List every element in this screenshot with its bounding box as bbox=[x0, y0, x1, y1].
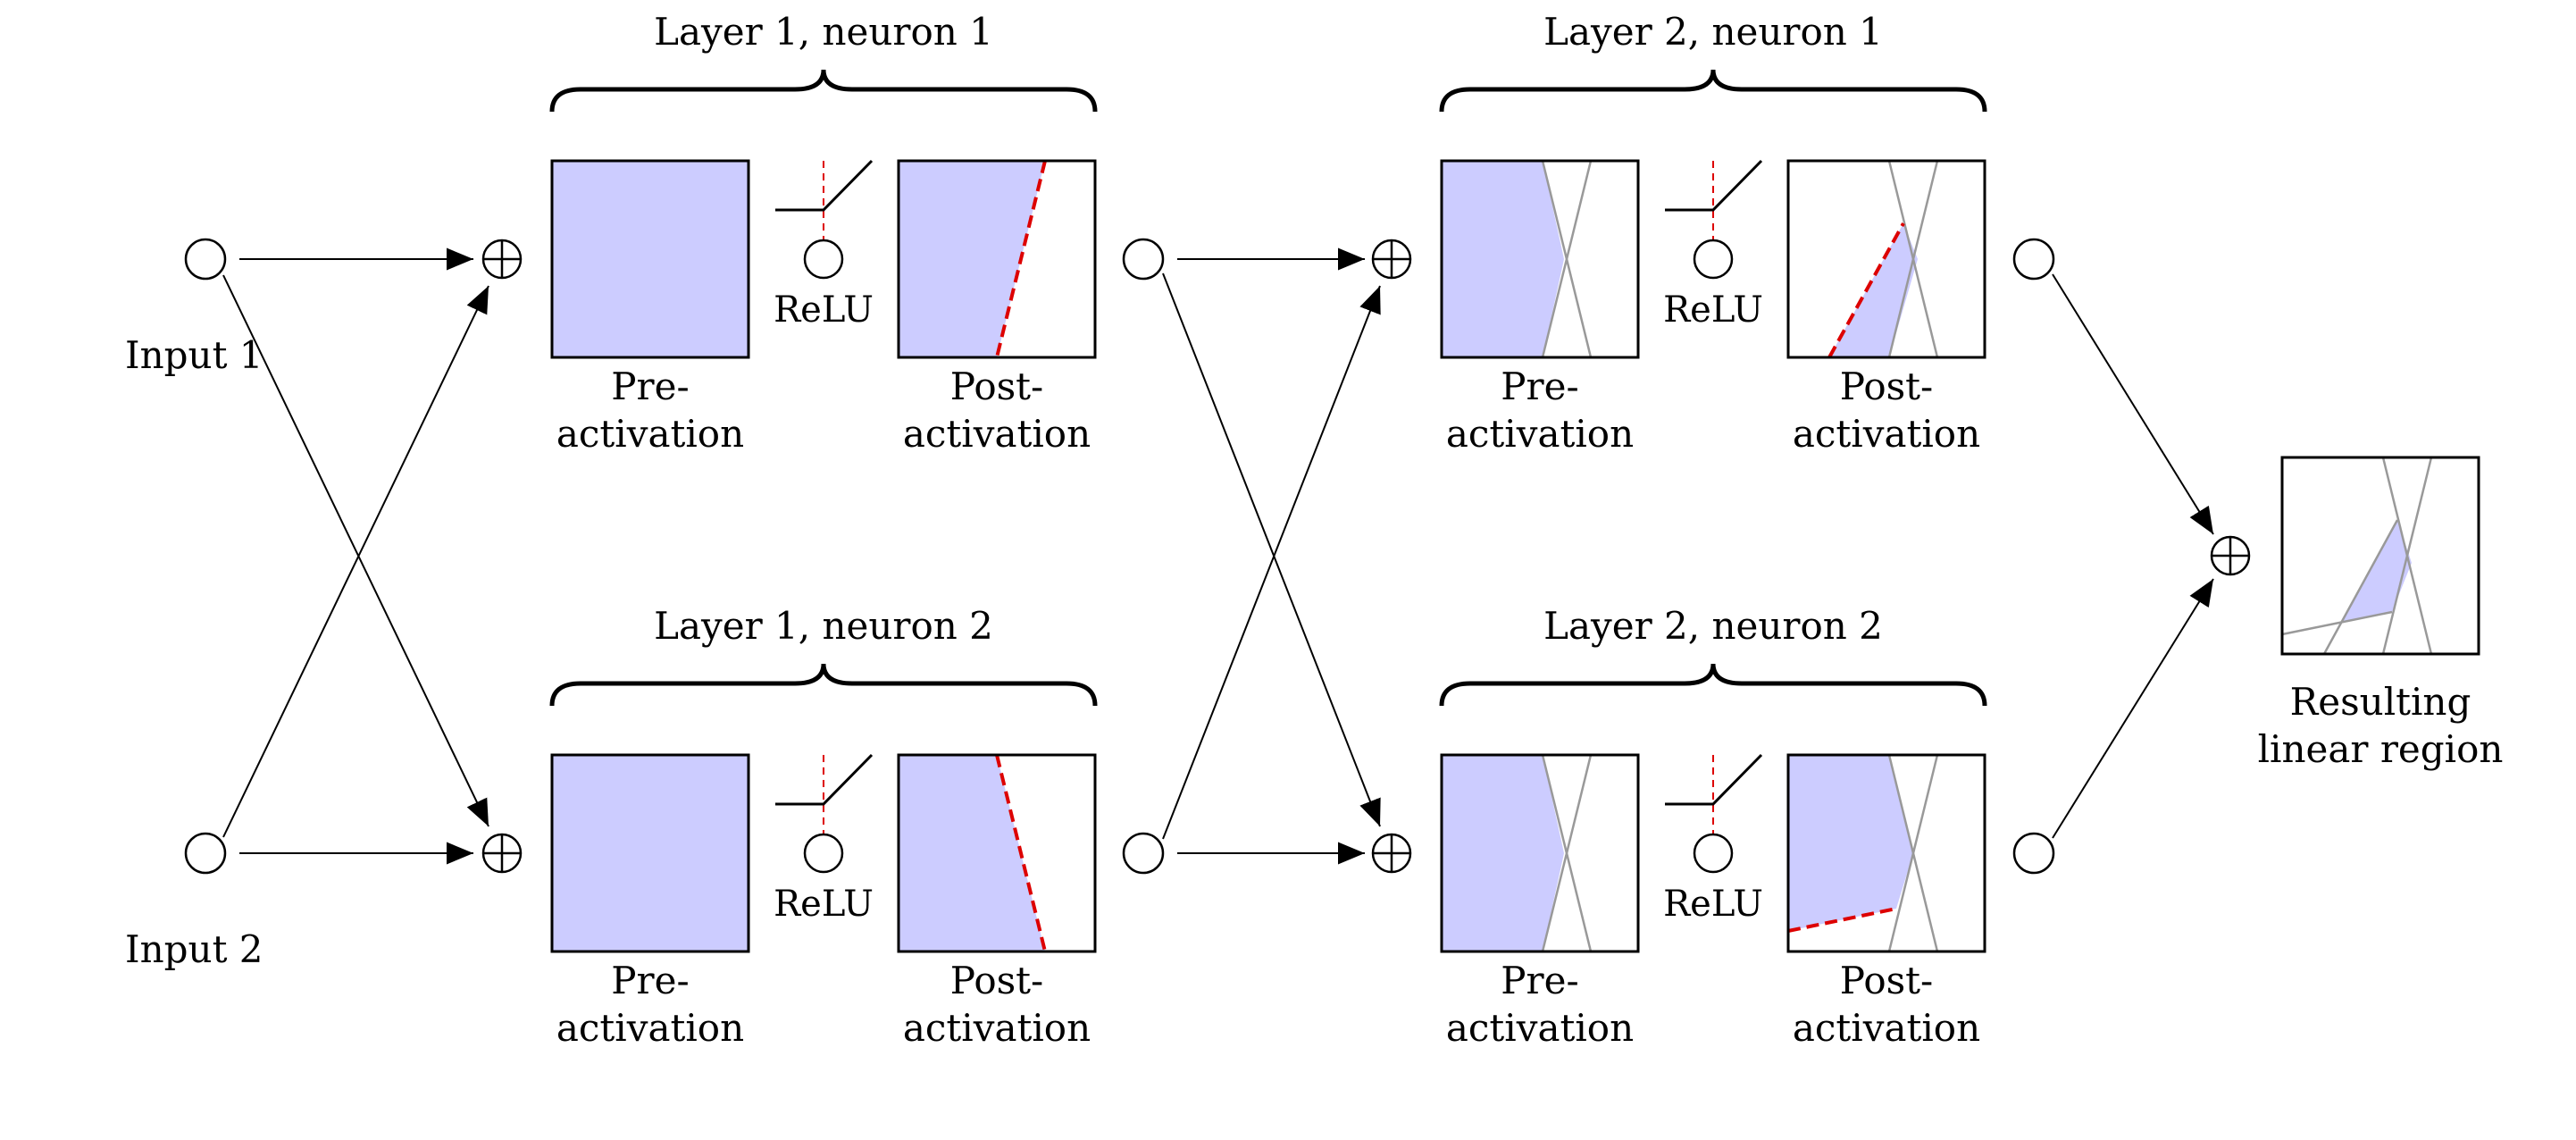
layer1-neuron1-post-label-1: Post- bbox=[950, 365, 1043, 408]
result-region-box bbox=[2280, 456, 2480, 656]
layer1-neuron2-pre-label-2: activation bbox=[556, 1006, 744, 1050]
layer2-to-output-connections bbox=[2052, 273, 2214, 839]
layer1-neuron2-pre-box bbox=[550, 753, 750, 953]
layer1-neuron1-relu: ReLU bbox=[774, 159, 874, 331]
layer2-neuron1-title: Layer 2, neuron 1 bbox=[1543, 10, 1883, 54]
layer1-neuron2-title: Layer 1, neuron 2 bbox=[654, 604, 993, 648]
result-label-1: Resulting bbox=[2290, 680, 2471, 724]
layer1-neuron1-post-label-2: activation bbox=[903, 412, 1091, 456]
layer2-neuron2-post-label-1: Post- bbox=[1840, 959, 1933, 1002]
input-node-1 bbox=[184, 238, 227, 281]
layer2-neuron2-pre-box bbox=[1440, 753, 1640, 953]
layer1-neuron1-pre-label-1: Pre- bbox=[611, 365, 689, 408]
result-label-2: linear region bbox=[2258, 727, 2504, 771]
layer2-neuron1-pre-box bbox=[1440, 159, 1640, 359]
layer2-neuron2-post-label-2: activation bbox=[1793, 1006, 1980, 1050]
relu-label: ReLU bbox=[774, 289, 874, 331]
layer1-output-node-2 bbox=[1122, 832, 1165, 875]
relu-label: ReLU bbox=[1663, 884, 1763, 925]
relu-label: ReLU bbox=[1663, 289, 1763, 331]
input-2-label: Input 2 bbox=[125, 927, 263, 971]
layer1-neuron1-pre-box bbox=[550, 159, 750, 359]
layer1-neuron2-pre-label-1: Pre- bbox=[611, 959, 689, 1002]
layer1-sum-1 bbox=[481, 239, 523, 280]
layer1-neuron1-post-box bbox=[897, 159, 1097, 359]
layer2-neuron2-brace bbox=[1439, 663, 1987, 707]
layer2-neuron1-post-label-1: Post- bbox=[1840, 365, 1933, 408]
output-sum bbox=[2210, 535, 2251, 576]
layer2-neuron1-post-label-2: activation bbox=[1793, 412, 1980, 456]
layer1-neuron2-post-label-1: Post- bbox=[950, 959, 1043, 1002]
layer2-neuron2-relu: ReLU bbox=[1663, 753, 1763, 925]
layer1-neuron2-relu: ReLU bbox=[774, 753, 874, 925]
layer2-neuron2-title: Layer 2, neuron 2 bbox=[1543, 604, 1883, 648]
layer1-sum-2 bbox=[481, 833, 523, 874]
layer1-neuron2-brace bbox=[549, 663, 1098, 707]
layer2-neuron2-post-box bbox=[1786, 753, 1986, 953]
layer2-neuron1-brace bbox=[1439, 69, 1987, 113]
input-node-2 bbox=[184, 832, 227, 875]
layer1-to-layer2-connections bbox=[1162, 247, 1381, 865]
relu-label: ReLU bbox=[774, 884, 874, 925]
layer1-neuron1-pre-label-2: activation bbox=[556, 412, 744, 456]
layer2-sum-2 bbox=[1371, 833, 1412, 874]
input-1-label: Input 1 bbox=[125, 333, 263, 377]
layer1-neuron1-brace bbox=[549, 69, 1098, 113]
layer1-neuron2-post-box bbox=[897, 753, 1097, 953]
layer2-neuron1-pre-label-1: Pre- bbox=[1501, 365, 1578, 408]
layer2-neuron1-pre-label-2: activation bbox=[1446, 412, 1634, 456]
layer1-neuron1-title: Layer 1, neuron 1 bbox=[654, 10, 993, 54]
layer1-output-node-1 bbox=[1122, 238, 1165, 281]
layer2-neuron1-post-box bbox=[1786, 159, 1986, 359]
layer2-sum-1 bbox=[1371, 239, 1412, 280]
layer2-neuron1-relu: ReLU bbox=[1663, 159, 1763, 331]
layer2-neuron2-pre-label-1: Pre- bbox=[1501, 959, 1578, 1002]
layer2-output-node-1 bbox=[2012, 238, 2055, 281]
input-connections bbox=[222, 247, 489, 865]
layer1-neuron2-post-label-2: activation bbox=[903, 1006, 1091, 1050]
layer2-neuron2-pre-label-2: activation bbox=[1446, 1006, 1634, 1050]
layer2-output-node-2 bbox=[2012, 832, 2055, 875]
